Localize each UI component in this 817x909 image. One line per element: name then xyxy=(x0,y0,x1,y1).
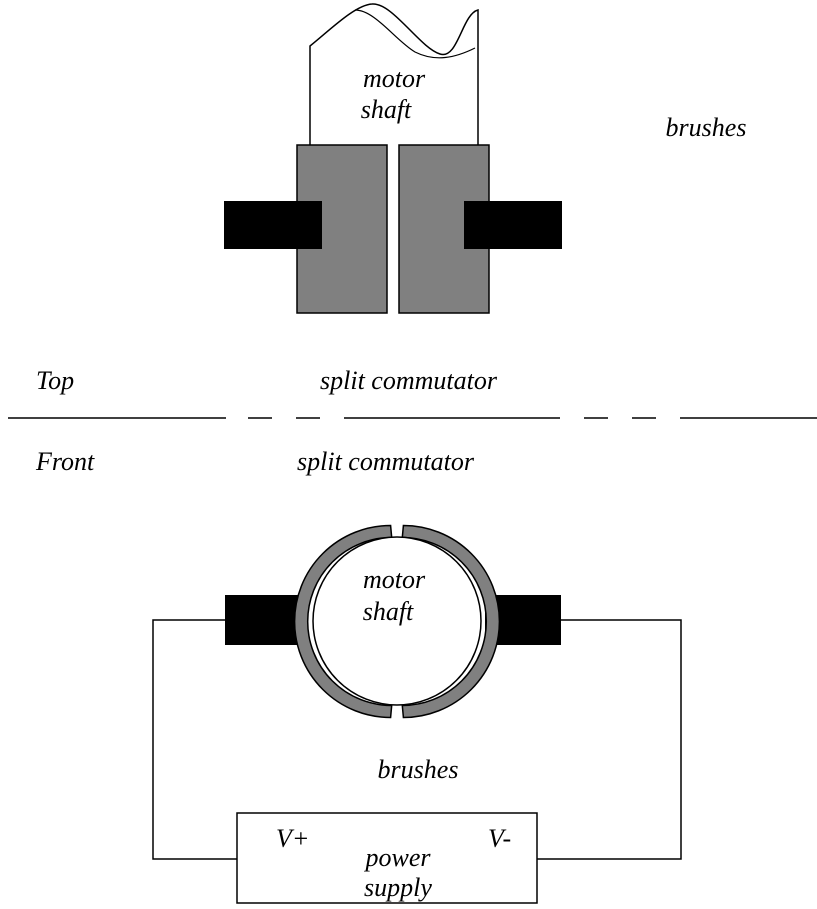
top-section-label: Top xyxy=(36,366,74,395)
top-shaft-label-line1: motor xyxy=(363,64,426,93)
left-wire xyxy=(152,619,237,860)
front-shaft-label-line1: motor xyxy=(363,565,426,594)
top-left-brush xyxy=(224,201,322,249)
front-shaft-label-line2: shaft xyxy=(363,597,414,626)
power-supply-label-line2: supply xyxy=(364,873,432,902)
top-shaft-label-line2: shaft xyxy=(361,95,412,124)
front-brushes-label: brushes xyxy=(378,755,459,784)
front-left-brush xyxy=(225,595,301,645)
top-commutator-caption: split commutator xyxy=(320,366,498,395)
right-wire xyxy=(537,619,682,860)
negative-terminal-label: V- xyxy=(488,824,511,853)
front-commutator-caption: split commutator xyxy=(297,447,475,476)
power-supply-label-line1: power xyxy=(364,843,432,872)
front-motor-shaft xyxy=(312,536,482,706)
front-section-label: Front xyxy=(35,447,95,476)
positive-terminal-label: V+ xyxy=(276,824,309,853)
front-commutator-right-segment xyxy=(401,524,501,719)
top-motor-shaft xyxy=(309,3,479,145)
top-view: motor shaft brushes xyxy=(224,3,747,314)
power-supply-box xyxy=(236,812,538,904)
view-separator: Top split commutator Front split commuta… xyxy=(8,366,817,476)
front-commutator-left-segment xyxy=(293,524,393,719)
top-motor-shaft-break-line xyxy=(354,9,476,59)
top-brushes-label: brushes xyxy=(666,113,747,142)
top-right-brush xyxy=(464,201,562,249)
front-view: motor shaft brushes V+ V- power supply xyxy=(152,524,682,904)
